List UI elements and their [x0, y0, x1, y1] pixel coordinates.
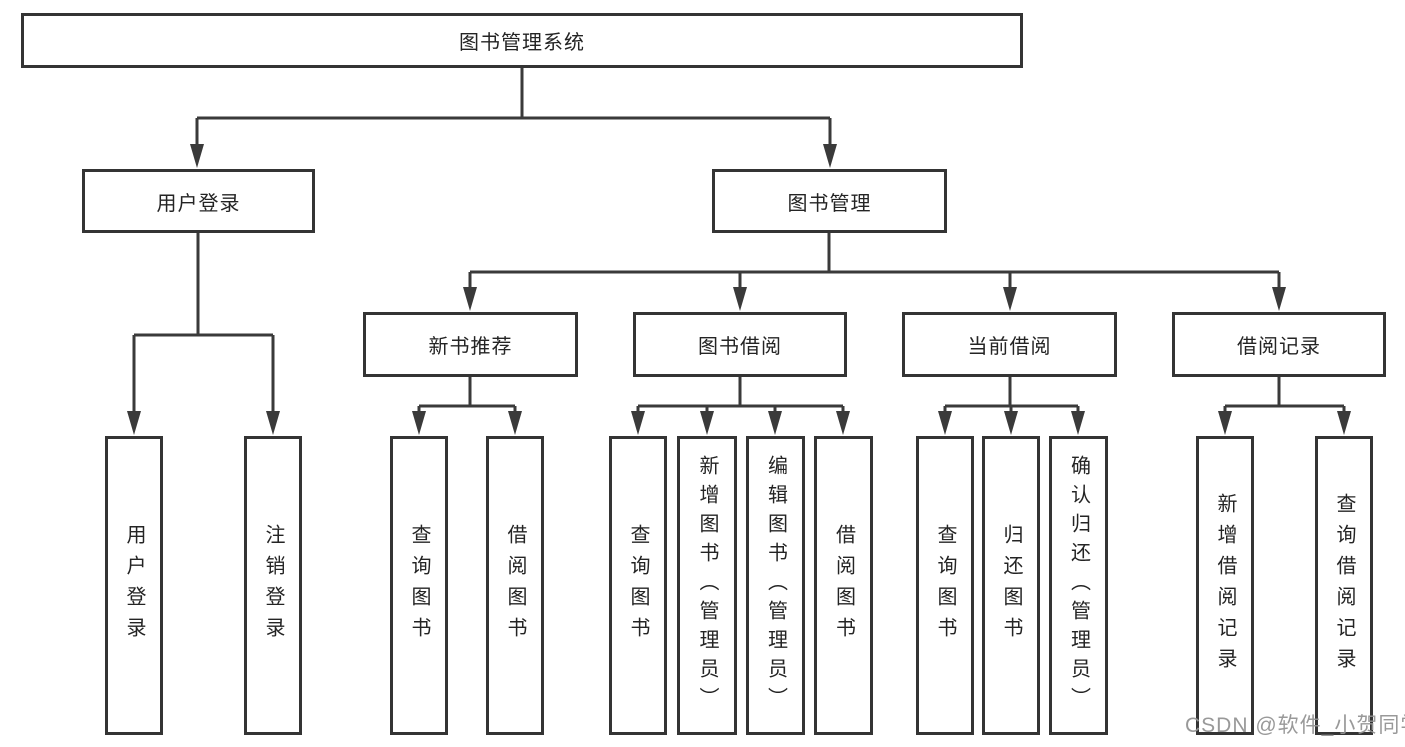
connector-user-login [132, 233, 275, 414]
leaf-newbooks-borrow: 借阅图书 [486, 436, 544, 735]
leaf-user-login: 用户登录 [105, 436, 163, 735]
connector-borrow-records [1223, 377, 1346, 415]
node-book-management: 图书管理 [712, 169, 947, 233]
node-current-borrow: 当前借阅 [902, 312, 1117, 377]
leaf-current-query: 查询图书 [916, 436, 974, 735]
node-book-borrow: 图书借阅 [633, 312, 847, 377]
connector-book-management [468, 233, 1281, 291]
leaf-records-add: 新增借阅记录 [1196, 436, 1254, 735]
connector-root [195, 68, 832, 148]
node-new-book-recommend: 新书推荐 [363, 312, 578, 377]
connector-new-book-recommend [417, 377, 517, 415]
leaf-current-confirm-admin: 确认归还（管理员） [1049, 436, 1108, 735]
node-root-system: 图书管理系统 [21, 13, 1023, 68]
leaf-newbooks-query: 查询图书 [390, 436, 448, 735]
leaf-borrow-borrow: 借阅图书 [814, 436, 873, 735]
leaf-borrow-add-admin: 新增图书（管理员） [677, 436, 737, 735]
node-user-login: 用户登录 [82, 169, 315, 233]
connector-current-borrow [943, 377, 1080, 415]
leaf-records-query: 查询借阅记录 [1315, 436, 1373, 735]
leaf-logout: 注销登录 [244, 436, 302, 735]
node-borrow-records: 借阅记录 [1172, 312, 1386, 377]
connector-book-borrow [636, 377, 845, 415]
csdn-watermark: CSDN @软件_小贺同学 [1185, 714, 1405, 737]
leaf-borrow-edit-admin: 编辑图书（管理员） [746, 436, 805, 735]
leaf-borrow-query: 查询图书 [609, 436, 667, 735]
arrowheads [127, 144, 1351, 435]
leaf-current-return: 归还图书 [982, 436, 1040, 735]
